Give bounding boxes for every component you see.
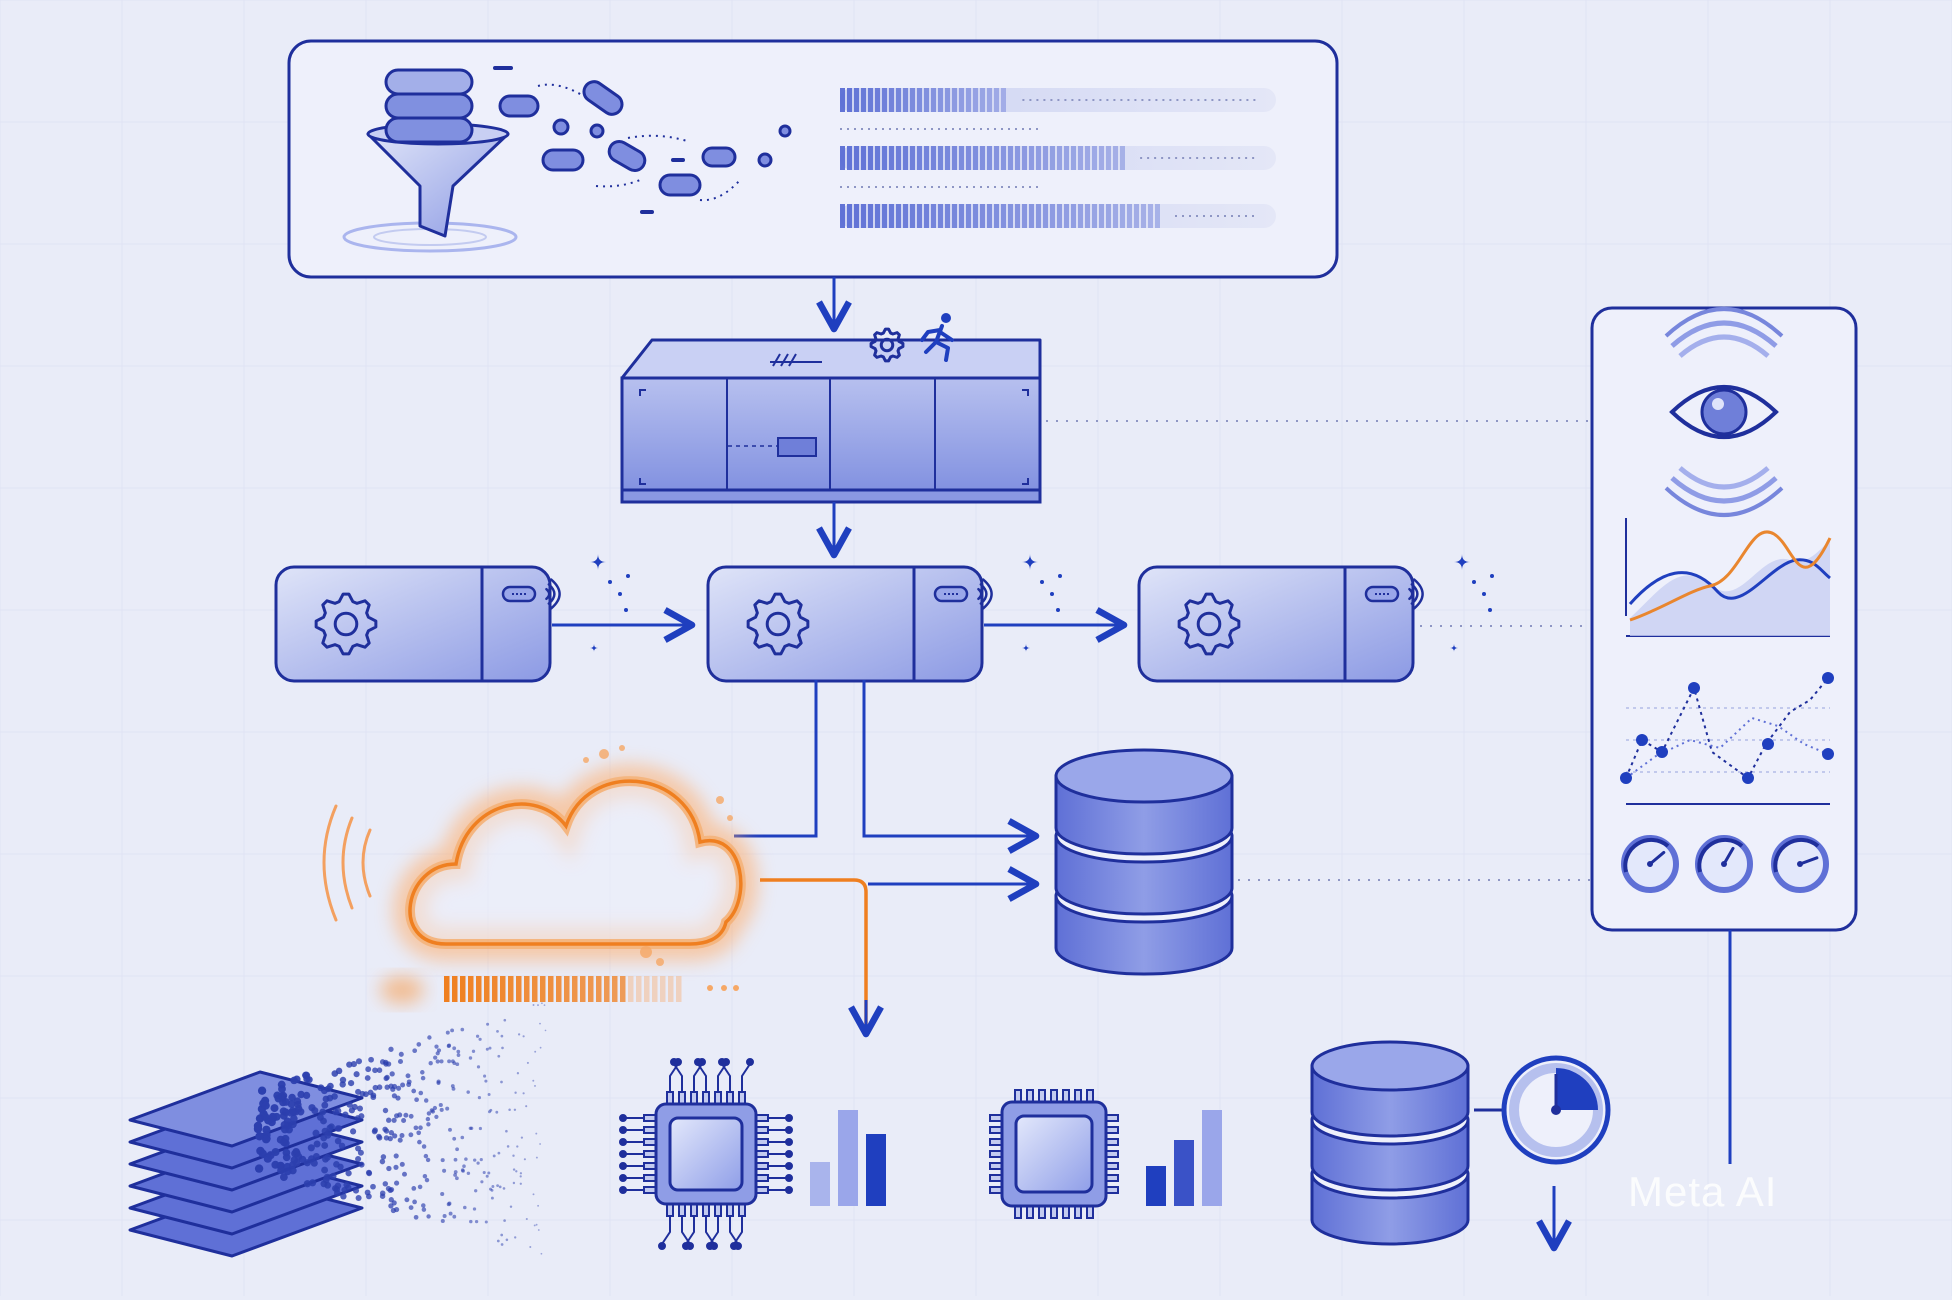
gear-icon [314, 592, 378, 656]
database-main [1054, 748, 1234, 976]
gear-icon [746, 592, 810, 656]
bar-chart-icon [810, 1110, 886, 1206]
particle-cloud [253, 1002, 547, 1255]
chip-icon [619, 1058, 793, 1250]
worker-node [274, 565, 561, 683]
cloud-icon [322, 745, 758, 1004]
gauge-row [1621, 835, 1829, 893]
sparkle-icon [590, 554, 1494, 652]
line-chart-icon [1625, 518, 1832, 637]
server-chassis [620, 338, 1042, 504]
database-storage [1310, 1040, 1470, 1246]
scatter-chart-icon [1620, 672, 1834, 805]
data-stream [493, 66, 792, 214]
ingest-progress-bar [840, 88, 1276, 130]
cloud-progress-bar [444, 976, 682, 1002]
ingest-progress-bar [840, 146, 1276, 188]
routing-lines [734, 680, 1040, 902]
monitor-connectors [1046, 420, 1590, 881]
database-icon [384, 68, 474, 144]
signal-icon [545, 578, 561, 610]
ingest-progress-bars [840, 88, 1276, 228]
watermark-label: Meta AI [1628, 1168, 1778, 1215]
runner-icon [920, 313, 954, 362]
chip-icon [989, 1089, 1119, 1219]
ingest-progress-bar [840, 204, 1276, 228]
eye-icon [1664, 307, 1784, 517]
bar-chart-icon [1146, 1110, 1222, 1206]
gear-icon [1177, 592, 1241, 656]
monitor-panel [1590, 306, 1858, 932]
signal-icon [977, 578, 993, 610]
cloud-output-line [760, 878, 868, 1034]
gauge-icon [1695, 835, 1753, 893]
signal-icon [1408, 578, 1424, 610]
worker-node [706, 565, 993, 683]
worker-node [1137, 565, 1424, 683]
worker-row [274, 565, 1424, 683]
pie-timer-icon [1474, 1055, 1611, 1165]
gear-icon [869, 327, 905, 363]
ingest-panel [287, 39, 1339, 279]
gauge-icon [1771, 835, 1829, 893]
data-stream-trail [537, 83, 741, 202]
gauge-icon [1621, 835, 1679, 893]
